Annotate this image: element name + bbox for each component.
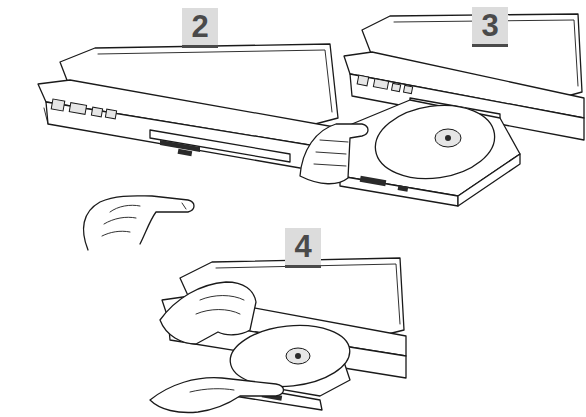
laptop-tray-out bbox=[300, 14, 584, 206]
step-number-box: 3 bbox=[472, 7, 508, 47]
step-number: 4 bbox=[294, 231, 311, 262]
step-number-box: 2 bbox=[182, 8, 218, 48]
step-number-box: 4 bbox=[285, 228, 321, 268]
laptop-disc-remove bbox=[150, 258, 406, 413]
laptop-eject-press bbox=[38, 44, 340, 250]
step-number: 2 bbox=[191, 11, 208, 42]
step-number: 3 bbox=[481, 10, 498, 41]
